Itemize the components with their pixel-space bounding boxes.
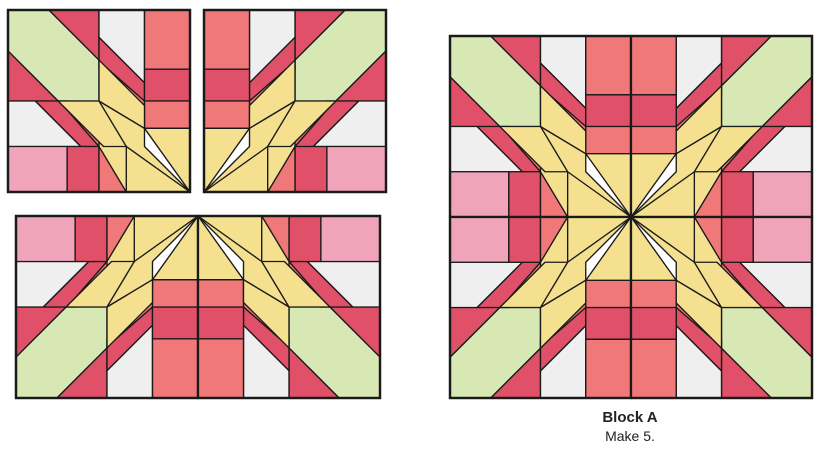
b-tl — [450, 36, 631, 217]
b-tl-patch-red — [586, 95, 631, 127]
block-caption-sub: Make 5. — [560, 428, 700, 444]
h-left — [16, 216, 198, 398]
b-bl — [450, 217, 631, 398]
block-caption-title: Block A — [560, 409, 700, 426]
q-tl-patch-pink — [8, 147, 67, 193]
b-br-patch-red — [631, 308, 676, 340]
b-tl-patch-coral — [586, 127, 631, 154]
h-right-patch-coral — [198, 339, 244, 398]
q-tr-patch-red — [295, 147, 327, 193]
q-tr-patch-coral — [204, 10, 250, 69]
b-bl-patch-coral — [586, 280, 631, 307]
b-tl-patch-coral — [586, 36, 631, 95]
b-tr-patch-red — [722, 172, 754, 217]
q-tl-patch-red — [67, 147, 99, 193]
q-tr-patch-pink — [327, 147, 386, 193]
full-block — [450, 36, 812, 398]
quarter-unit — [8, 10, 190, 192]
h-right-patch-red — [289, 216, 321, 262]
q-tl-patch-coral — [145, 10, 191, 69]
q-tl-patch-red — [145, 69, 191, 101]
b-tr-patch-red — [631, 95, 676, 127]
b-tl-patch-pink — [450, 172, 509, 217]
b-br-patch-coral — [631, 280, 676, 307]
b-tr-patch-coral — [631, 127, 676, 154]
h-left-patch-coral — [153, 339, 199, 398]
b-bl-patch-red — [586, 308, 631, 340]
b-bl-patch-coral — [586, 339, 631, 398]
q-tr-patch-coral — [204, 101, 250, 128]
b-bl-patch-red — [509, 217, 541, 262]
q-tl-patch-coral — [145, 101, 191, 128]
h-right-patch-pink — [321, 216, 380, 262]
b-br-patch-pink — [753, 217, 812, 262]
b-tr-patch-pink — [753, 172, 812, 217]
b-br-patch-coral — [631, 339, 676, 398]
h-right — [198, 216, 380, 398]
h-right-patch-red — [198, 307, 244, 339]
h-left-patch-pink — [16, 216, 75, 262]
b-tr — [631, 36, 812, 217]
h-left-patch-red — [75, 216, 107, 262]
b-br-patch-red — [722, 217, 754, 262]
b-bl-patch-pink — [450, 217, 509, 262]
h-right-patch-coral — [198, 280, 244, 307]
q-tr-patch-red — [204, 69, 250, 101]
half-unit — [16, 216, 380, 398]
b-br — [631, 217, 812, 398]
q-tr — [204, 10, 386, 192]
h-left-patch-red — [153, 307, 199, 339]
h-left-patch-coral — [153, 280, 199, 307]
quarter-unit — [204, 10, 386, 192]
b-tl-patch-red — [509, 172, 541, 217]
q-tl — [8, 10, 190, 192]
b-tr-patch-coral — [631, 36, 676, 95]
